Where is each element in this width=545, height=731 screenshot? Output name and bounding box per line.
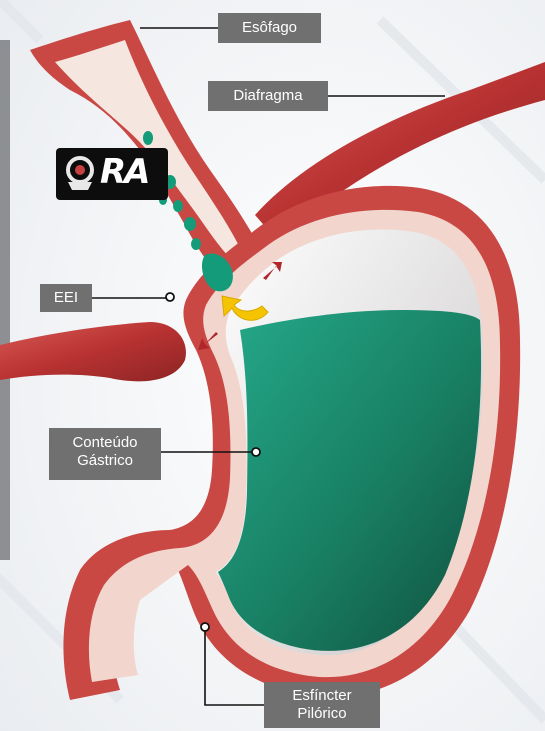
label-esofago: Esôfago — [218, 13, 321, 43]
label-eei: EEI — [40, 284, 92, 312]
label-piloro-line1: Esfíncter — [272, 687, 372, 705]
label-esfincter-pilorico: Esfíncter Pilórico — [264, 682, 380, 728]
logo-mark-icon — [60, 152, 100, 192]
side-panel — [0, 40, 10, 560]
logo-text: RA — [100, 152, 149, 192]
label-diafragma-text: Diafragma — [233, 87, 302, 104]
label-eei-text: EEI — [54, 289, 78, 306]
label-conteudo-line2: Gástrico — [57, 452, 153, 470]
ra-logo: RA — [56, 148, 168, 200]
label-esofago-text: Esôfago — [242, 19, 297, 36]
label-conteudo-gastrico: Conteúdo Gástrico — [49, 428, 161, 480]
label-diafragma: Diafragma — [208, 81, 328, 111]
label-conteudo-line1: Conteúdo — [57, 434, 153, 452]
label-piloro-line2: Pilórico — [272, 705, 372, 723]
